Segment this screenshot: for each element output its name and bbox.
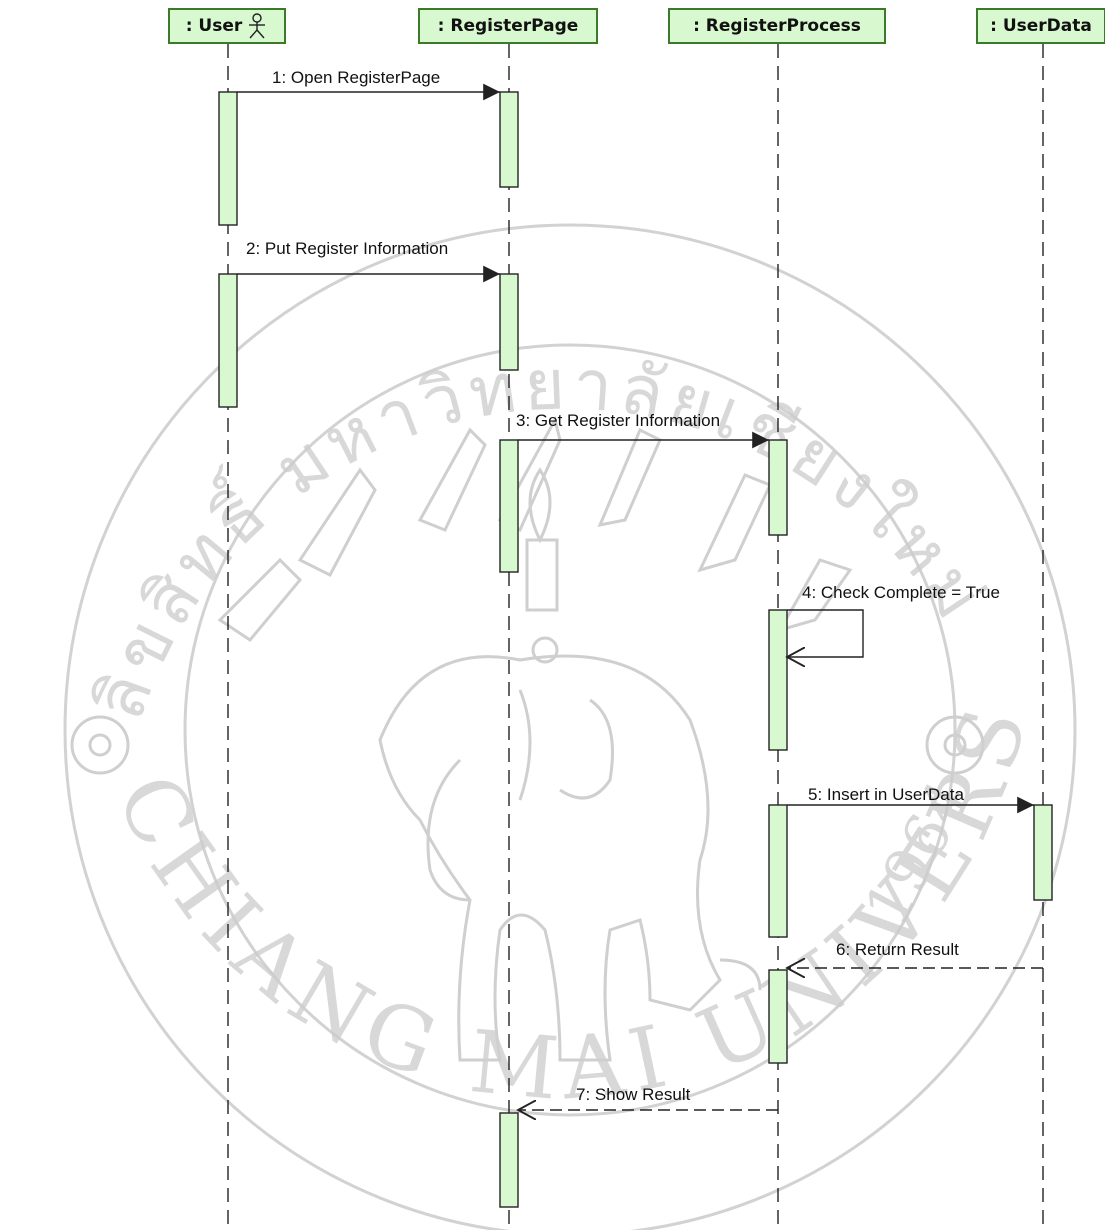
message-2-label: 2: Put Register Information	[246, 239, 449, 258]
actor-stick-figure-icon	[249, 13, 266, 39]
message-1-label: 1: Open RegisterPage	[272, 68, 441, 87]
lifeline-registerprocess-label: : RegisterProcess	[693, 16, 861, 36]
lifeline-registerpage-label: : RegisterPage	[437, 16, 579, 36]
message-3-label: 3: Get Register Information	[516, 411, 721, 430]
lifeline-userdata: : UserData	[976, 8, 1105, 44]
activation-bar	[499, 1112, 519, 1208]
lifeline-registerpage: : RegisterPage	[418, 8, 598, 44]
message-4-self-arrow	[787, 609, 864, 657]
activation-bar	[499, 439, 519, 573]
lifeline-user-label: : User	[185, 16, 243, 36]
message-6-label: 6: Return Result	[836, 940, 959, 959]
lifeline-registerprocess: : RegisterProcess	[668, 8, 886, 44]
activation-bar	[768, 969, 788, 1064]
message-4-label: 4: Check Complete = True	[802, 583, 1000, 602]
activation-bar	[218, 273, 238, 408]
activation-bar	[499, 273, 519, 371]
activation-bar	[499, 91, 519, 188]
activation-bar	[768, 609, 788, 751]
activation-bar	[218, 91, 238, 226]
activation-bar	[768, 804, 788, 938]
message-7-label: 7: Show Result	[576, 1085, 691, 1104]
activation-bar	[1033, 804, 1053, 901]
lifeline-user: : User	[168, 8, 286, 44]
activation-bar	[768, 439, 788, 536]
lifeline-userdata-label: : UserData	[990, 16, 1092, 36]
message-5-label: 5: Insert in UserData	[808, 785, 964, 804]
